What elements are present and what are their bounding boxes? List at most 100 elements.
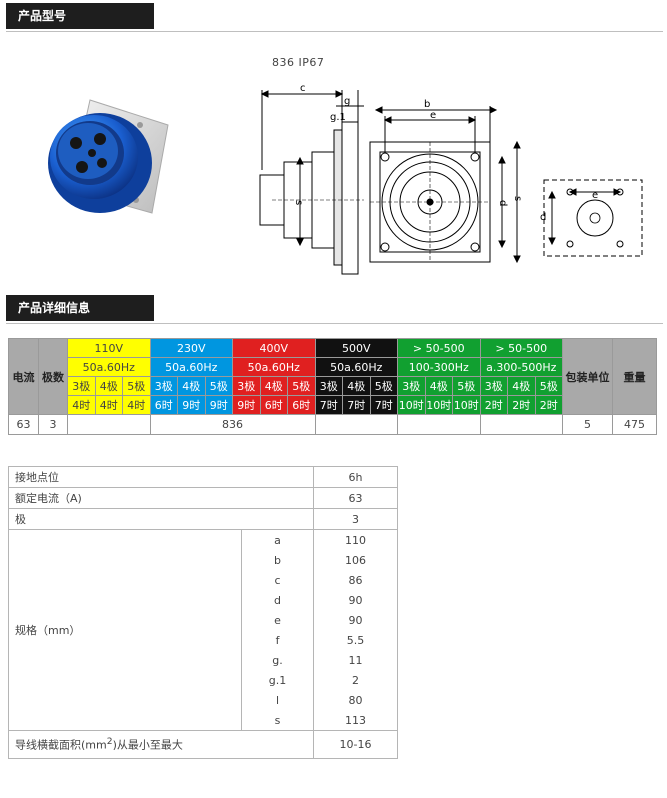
time-cell: 9时 [204, 395, 233, 415]
pole-cell: 5极 [287, 376, 316, 396]
size-key: f [241, 630, 314, 650]
time-cell: 10时 [452, 395, 481, 415]
pole-cell: 4极 [424, 376, 453, 396]
pole-cell: 5极 [369, 376, 398, 396]
spec-table: 电流 极数 110V 230V 400V 500V > 50-500 > 50-… [8, 338, 657, 435]
size-value: 106 [313, 550, 398, 570]
dim-e: e [430, 110, 436, 121]
freq-400: 50a.60Hz [232, 357, 316, 377]
pole-cell: 5极 [452, 376, 481, 396]
time-cell: 4时 [122, 395, 151, 415]
dim-d2: d [540, 212, 546, 223]
pole-cell: 5极 [204, 376, 233, 396]
size-label: 规格（mm） [8, 529, 242, 731]
dim-e2: e [592, 190, 598, 201]
size-value: 80 [313, 690, 398, 710]
voltage-50-500-a: > 50-500 [397, 338, 481, 358]
pole-cell: 4极 [342, 376, 371, 396]
size-key: e [241, 610, 314, 630]
size-value: 11 [313, 650, 398, 670]
dim-b: b [424, 99, 430, 110]
wire-label: 导线横截面积(mm2)从最小至最大 [8, 730, 314, 759]
row-empty [397, 414, 481, 435]
pole-cell: 3极 [232, 376, 261, 396]
freq-500: 50a.60Hz [314, 357, 398, 377]
row-weight: 475 [612, 414, 657, 435]
header-current: 电流 [8, 338, 39, 415]
dim-g1: g.1 [330, 112, 346, 123]
size-key: d [241, 590, 314, 610]
freq-50-500-b: a.300-500Hz [479, 357, 563, 377]
param-value: 6h [313, 466, 398, 488]
voltage-50-500-b: > 50-500 [479, 338, 563, 358]
param-label: 接地点位 [8, 466, 314, 488]
pole-cell: 5极 [534, 376, 563, 396]
size-key: a [241, 529, 314, 550]
wire-label-sup: 2 [106, 736, 113, 748]
pole-cell: 3极 [479, 376, 508, 396]
product-photo [48, 99, 169, 214]
voltage-500: 500V [314, 338, 398, 358]
pole-cell: 4极 [94, 376, 123, 396]
model-label: 836 IP67 [272, 56, 325, 69]
time-cell: 6时 [259, 395, 288, 415]
size-value: 90 [313, 590, 398, 610]
divider [6, 323, 663, 324]
size-key: b [241, 550, 314, 570]
row-poles: 3 [38, 414, 68, 435]
param-value: 63 [313, 487, 398, 509]
wire-label-post: )从最小至最大 [112, 738, 183, 752]
size-key: g.1 [241, 670, 314, 690]
voltage-400: 400V [232, 338, 316, 358]
size-value: 2 [313, 670, 398, 690]
pole-cell: 4极 [177, 376, 206, 396]
size-value: 86 [313, 570, 398, 590]
time-cell: 7时 [342, 395, 371, 415]
size-key: c [241, 570, 314, 590]
time-cell: 10时 [424, 395, 453, 415]
pole-cell: 3极 [67, 376, 96, 396]
section-header-details: 产品详细信息 [0, 292, 667, 324]
section-title: 产品详细信息 [6, 295, 154, 321]
divider [6, 31, 663, 32]
pole-cell: 5极 [122, 376, 151, 396]
param-label: 极 [8, 508, 314, 530]
pole-cell: 3极 [397, 376, 426, 396]
size-key: l [241, 690, 314, 710]
pole-cell: 4极 [507, 376, 536, 396]
time-cell: 6时 [287, 395, 316, 415]
row-current: 63 [8, 414, 39, 435]
dim-g: g [344, 96, 350, 107]
time-cell: 7时 [314, 395, 343, 415]
time-cell: 2时 [507, 395, 536, 415]
time-cell: 2时 [534, 395, 563, 415]
header-weight: 重量 [612, 338, 657, 415]
freq-50-500-a: 100-300Hz [397, 357, 481, 377]
row-pack: 5 [562, 414, 613, 435]
time-cell: 6时 [149, 395, 178, 415]
row-empty [479, 414, 563, 435]
dimension-drawing: c g g.1 s b e d s e d [259, 83, 643, 275]
header-pack: 包装单位 [562, 338, 613, 415]
param-label: 额定电流（A) [8, 487, 314, 509]
size-value: 110 [313, 529, 398, 550]
size-value: 90 [313, 610, 398, 630]
dim-d: d [497, 200, 508, 206]
size-key: s [241, 710, 314, 731]
time-cell: 9时 [232, 395, 261, 415]
size-key: g. [241, 650, 314, 670]
pole-cell: 4极 [259, 376, 288, 396]
pole-cell: 3极 [149, 376, 178, 396]
time-cell: 9时 [177, 395, 206, 415]
freq-110: 50a.60Hz [67, 357, 151, 377]
size-value: 5.5 [313, 630, 398, 650]
header-poles: 极数 [38, 338, 68, 415]
time-cell: 7时 [369, 395, 398, 415]
pole-cell: 3极 [314, 376, 343, 396]
voltage-230: 230V [149, 338, 233, 358]
time-cell: 4时 [67, 395, 96, 415]
wire-value: 10-16 [313, 730, 398, 759]
voltage-110: 110V [67, 338, 151, 358]
time-cell: 4时 [94, 395, 123, 415]
